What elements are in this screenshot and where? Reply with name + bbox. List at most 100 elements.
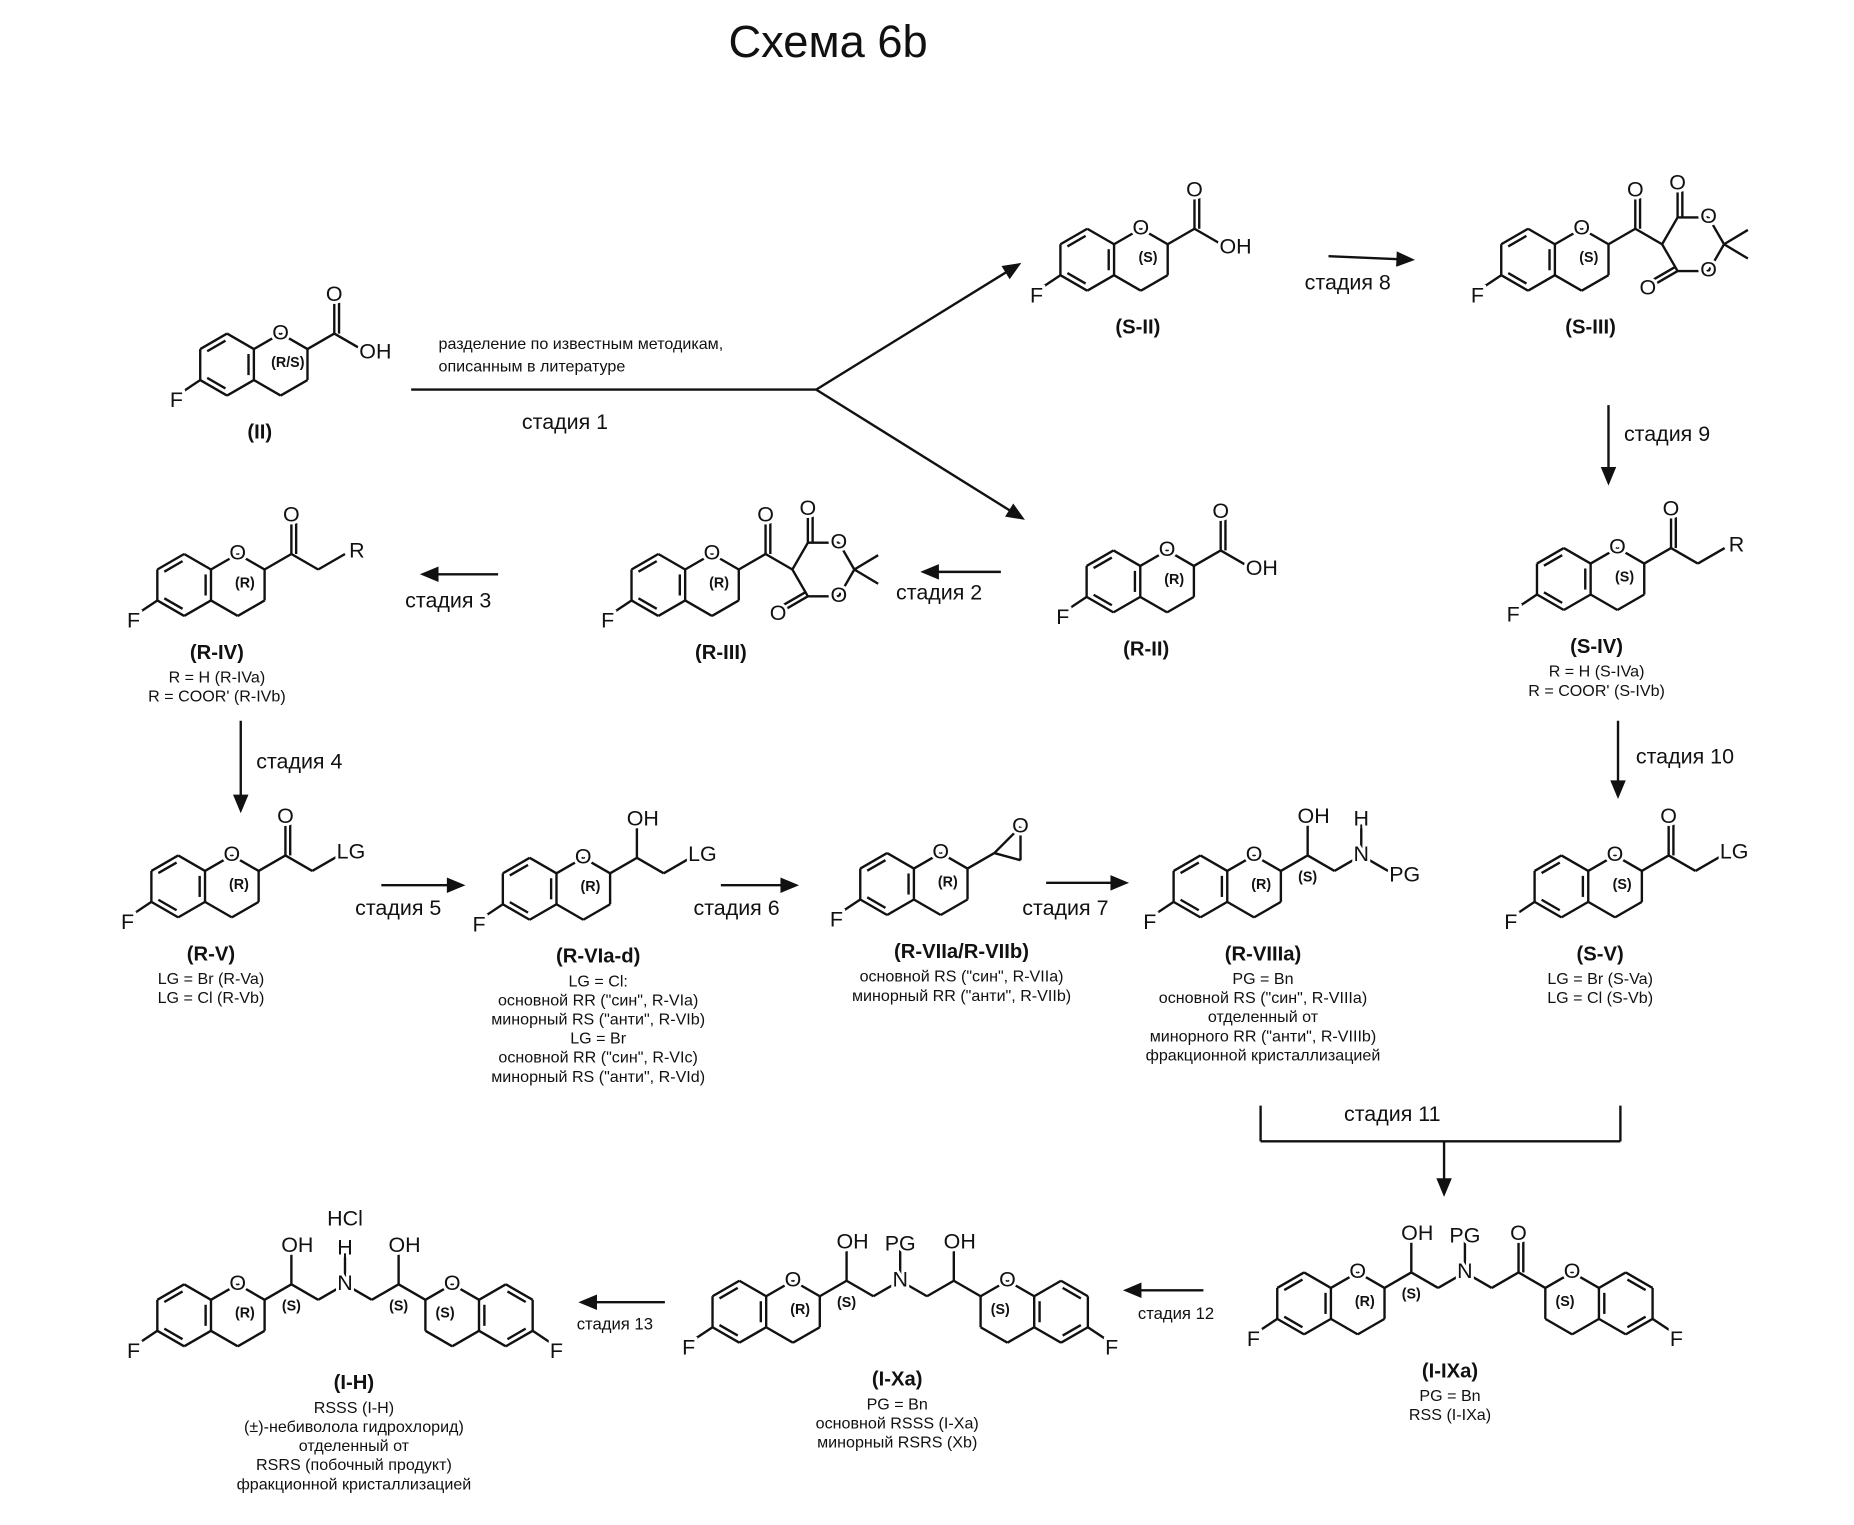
pyran-bond xyxy=(254,380,281,395)
arrowhead-icon xyxy=(1007,506,1022,519)
bond xyxy=(259,855,286,870)
compound-note: основной RR ("син", R-VIa) xyxy=(498,992,698,1010)
carbonyl-oxygen: O xyxy=(757,503,774,527)
stereo-descriptor: (S) xyxy=(1555,1294,1574,1310)
c-f-bond xyxy=(134,902,152,914)
fluorine-atom: F xyxy=(1471,283,1484,307)
compound-label: (II) xyxy=(247,421,272,443)
ring-oxygen-atom: O xyxy=(575,844,592,868)
bond xyxy=(1669,855,1696,870)
compound-label: (R-VIIIa) xyxy=(1225,943,1302,965)
substituent-label: R xyxy=(349,538,364,562)
benzene-bond xyxy=(1528,275,1555,290)
bond xyxy=(1385,1272,1412,1287)
ring-oxygen-atom: O xyxy=(704,541,721,565)
c-f-bond xyxy=(842,900,860,912)
dioxane-bond xyxy=(792,569,807,596)
ring-oxygen: O xyxy=(1700,204,1717,228)
benzene-bond xyxy=(1528,229,1555,244)
arrowhead-icon xyxy=(423,568,437,580)
stereo-descriptor: (S) xyxy=(1138,250,1157,266)
compound-note: фракционной кристаллизацией xyxy=(1146,1046,1381,1064)
hydroxyl-group: OH xyxy=(388,1233,420,1257)
fluorine-atom: F xyxy=(830,908,843,932)
compound-note: RSS (I-IXa) xyxy=(1409,1406,1491,1424)
compound-note: PG = Bn xyxy=(1232,970,1293,988)
stereo-descriptor: (R/S) xyxy=(271,355,305,371)
benzene-bond xyxy=(1113,550,1140,565)
c-f-bond xyxy=(1043,275,1061,287)
arrowhead-icon xyxy=(1438,1179,1450,1193)
benzene-bond xyxy=(530,904,557,919)
nitrogen-atom: N xyxy=(337,1271,352,1295)
pyran-bond xyxy=(1331,1319,1358,1334)
pyran-bond xyxy=(981,1327,1008,1342)
fluorine-atom: F xyxy=(170,388,183,412)
nitrogen-substituent: PG xyxy=(1449,1223,1480,1247)
stereo-descriptor: (S) xyxy=(282,1299,301,1315)
bond xyxy=(1308,855,1335,870)
compound-note: основной RS ("син", R-VIIa) xyxy=(860,968,1064,986)
fluorine-atom: F xyxy=(1247,1327,1260,1351)
nitrogen-atom: N xyxy=(1354,842,1369,866)
stereo-descriptor: (S) xyxy=(1613,877,1632,893)
ring-oxygen-atom: O xyxy=(229,1271,246,1295)
bond xyxy=(1695,855,1722,870)
stereo-descriptor: (S) xyxy=(991,1302,1010,1318)
methyl-bond xyxy=(1724,230,1748,244)
benzene-bond xyxy=(184,554,211,569)
benzene-bond xyxy=(1087,275,1114,290)
c-f-bond xyxy=(1517,902,1535,914)
bond xyxy=(1608,229,1635,244)
stereo-descriptor: (S) xyxy=(1402,1287,1421,1303)
c-f-bond xyxy=(139,600,157,612)
nitrogen-atom: N xyxy=(892,1267,907,1291)
bond xyxy=(265,554,292,569)
carbonyl-oxygen: O xyxy=(1660,804,1677,828)
pyran-bond xyxy=(556,904,583,919)
benzene-bond xyxy=(1113,597,1140,612)
benzene-bond xyxy=(184,600,211,615)
fluorine-atom: F xyxy=(1105,1335,1118,1359)
ring-oxygen: O xyxy=(830,529,847,553)
ring-oxygen-atom: O xyxy=(1607,842,1624,866)
stereo-descriptor: (S) xyxy=(1579,250,1598,266)
benzene-bond xyxy=(1200,902,1227,917)
stereo-descriptor: (S) xyxy=(1615,569,1634,585)
stereo-descriptor: (R) xyxy=(1164,572,1184,588)
pyran-bond xyxy=(685,600,712,615)
stereo-descriptor: (R) xyxy=(1355,1294,1375,1310)
c-f-bond xyxy=(695,1327,713,1339)
stage-9-label: стадия 9 xyxy=(1624,422,1710,446)
bond xyxy=(739,554,766,569)
hydroxyl-group: OH xyxy=(1298,804,1330,828)
bond xyxy=(994,853,1020,860)
bond xyxy=(1194,550,1221,565)
stereo-descriptor: (S) xyxy=(436,1306,455,1322)
pyran-bond xyxy=(1114,275,1141,290)
benzene-bond xyxy=(178,902,205,917)
stage-11-label: стадия 11 xyxy=(1344,1102,1441,1126)
compound-note: R = H (S-IVa) xyxy=(1549,663,1645,681)
fluorine-atom: F xyxy=(682,1335,695,1359)
bond xyxy=(291,1284,318,1299)
pyran-bond xyxy=(1591,595,1618,610)
hydroxyl-group: OH xyxy=(281,1233,313,1257)
hydrogen-atom: H xyxy=(1354,806,1369,830)
compound-note: PG = Bn xyxy=(1419,1387,1480,1405)
benzene-bond xyxy=(1561,902,1588,917)
bond xyxy=(285,855,312,870)
stage-5-label: стадия 5 xyxy=(355,896,441,920)
ring-oxygen-atom: O xyxy=(1159,537,1176,561)
pyran-bond xyxy=(914,900,941,915)
stereo-descriptor: (R) xyxy=(235,575,255,591)
benzene-bond xyxy=(1034,1327,1061,1342)
bond xyxy=(372,1284,399,1299)
ring-oxygen-atom: O xyxy=(1133,215,1150,239)
methyl-bond xyxy=(854,569,878,583)
dioxane-bond xyxy=(1662,217,1677,244)
compound-note: (±)-небиволола гидрохлорид) xyxy=(244,1418,464,1436)
compound-note: минорного RR ("анти", R-VIIIb) xyxy=(1150,1027,1376,1045)
fluorine-atom: F xyxy=(1143,910,1156,934)
hydroxyl-group: OH xyxy=(944,1229,976,1253)
